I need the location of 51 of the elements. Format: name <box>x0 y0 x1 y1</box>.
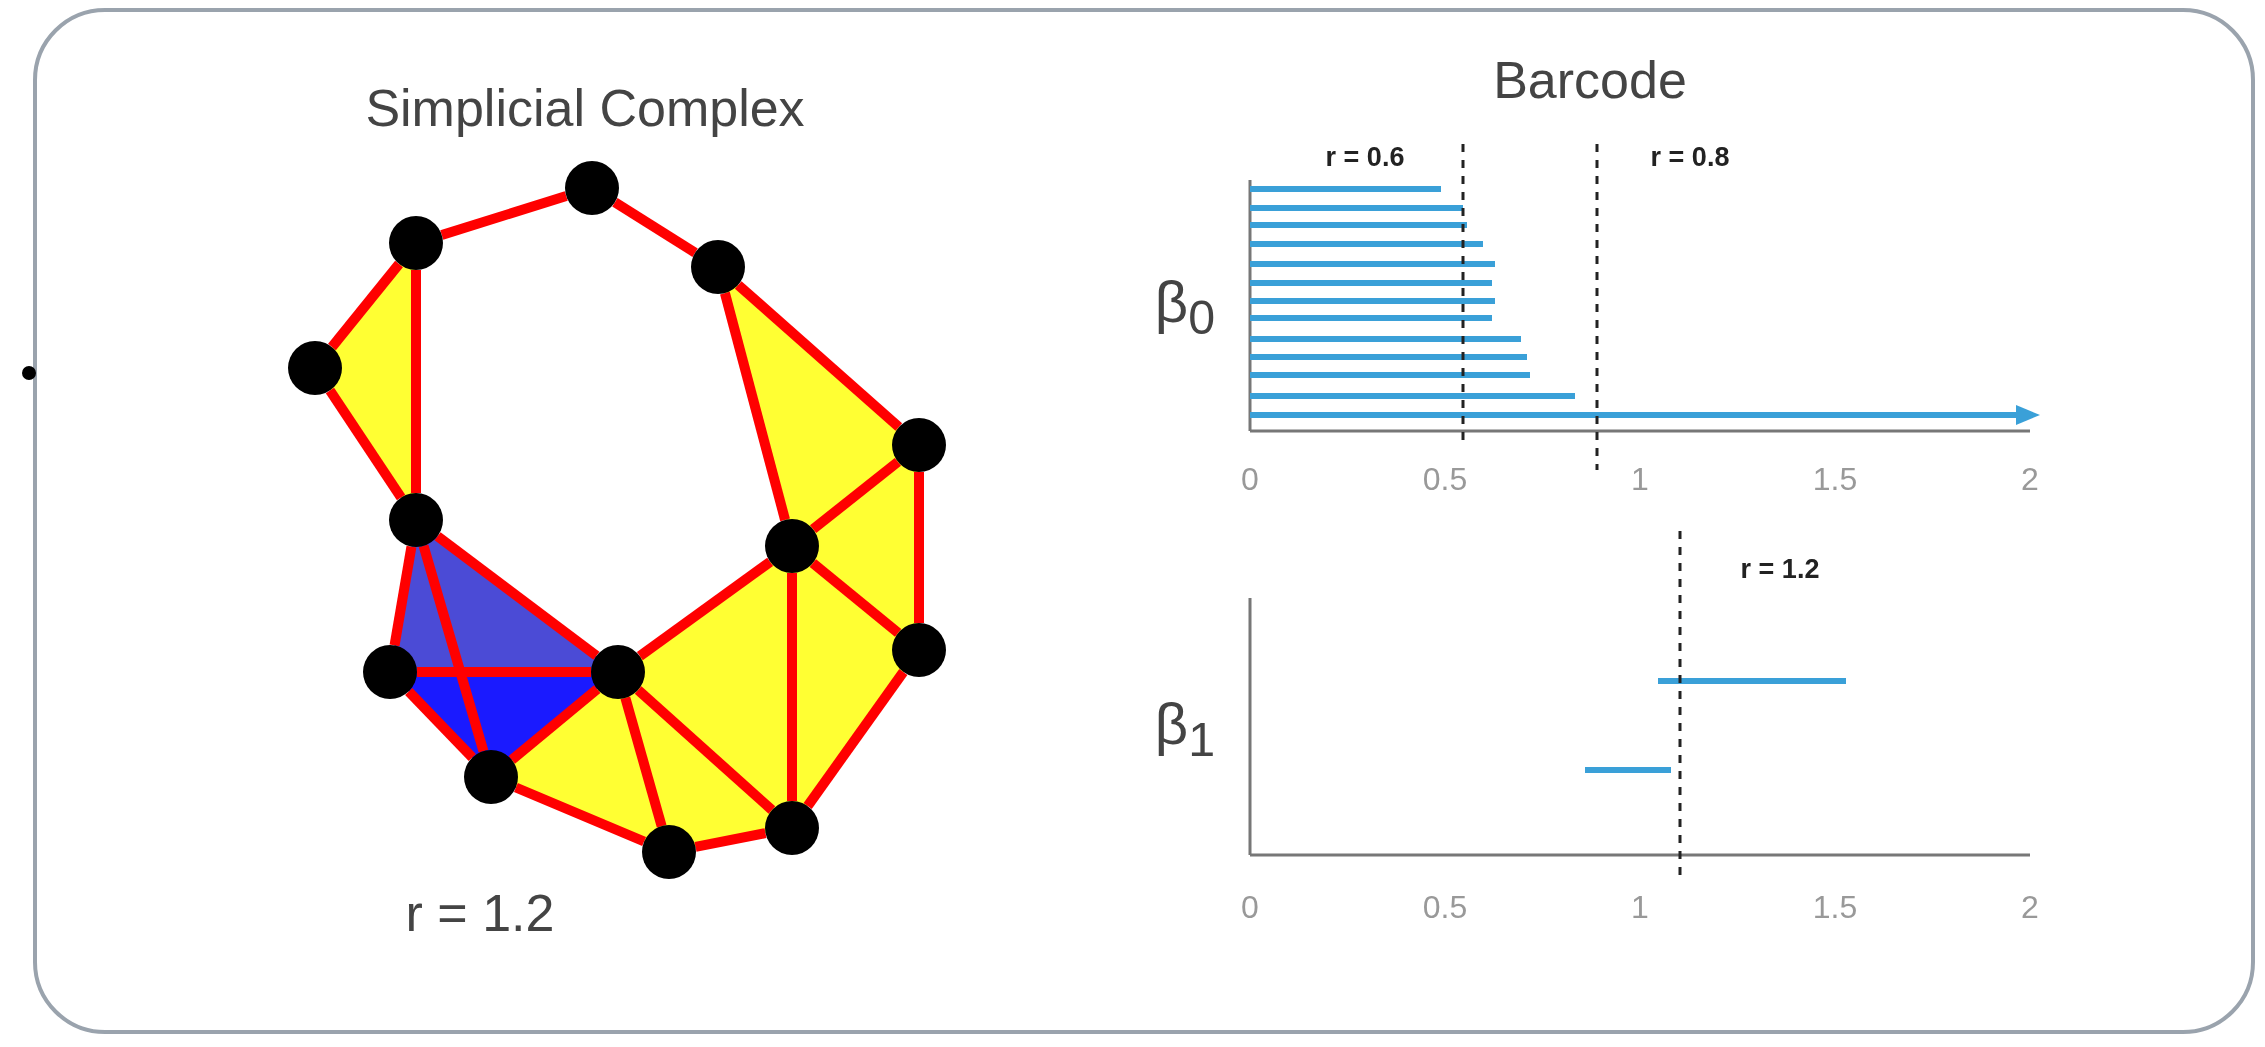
simplex-edge <box>803 669 908 809</box>
simplex-edge <box>418 544 489 753</box>
vertex-dot <box>892 623 946 677</box>
panel-title: Barcode <box>1493 54 1687 106</box>
vertex-dot <box>565 161 619 215</box>
simplex-edge <box>411 270 421 493</box>
tick-label: 1.5 <box>1812 891 1858 923</box>
tick-label: 2 <box>2021 891 2039 923</box>
vertex-dot <box>765 801 819 855</box>
tick-label: 0.5 <box>1422 891 1468 923</box>
simplex-edge <box>620 696 667 828</box>
vertex-dot <box>288 341 342 395</box>
axis-label: β$_{0}$ <box>1154 272 1216 342</box>
simplex-edge <box>325 387 406 501</box>
vertex-dot <box>642 825 696 879</box>
simplex-edge <box>434 532 600 660</box>
simplex-edge <box>810 457 901 534</box>
vertex-dot <box>464 750 518 804</box>
simplex-edge <box>809 559 902 637</box>
simplex-edge <box>914 472 924 623</box>
axis-label: β$_{1}$ <box>1154 694 1216 764</box>
simplex-edge <box>734 281 903 431</box>
tick-label: 0 <box>1241 891 1259 923</box>
threshold-label: r = 1.2 <box>1740 555 1820 583</box>
tick-label: 1.5 <box>1812 463 1858 495</box>
simplex-edge <box>513 782 647 847</box>
radius-label: r = 1.2 <box>405 887 555 939</box>
threshold-label: r = 0.8 <box>1650 143 1730 171</box>
tick-label: 2 <box>2021 463 2039 495</box>
tick-label: 0.5 <box>1422 463 1468 495</box>
tick-label: 1 <box>1631 463 1649 495</box>
vertex-dot <box>363 645 417 699</box>
threshold-label: r = 0.6 <box>1325 143 1405 171</box>
simplex-edge <box>694 828 767 852</box>
vertex-dot <box>691 240 745 294</box>
vertex-dot <box>389 493 443 547</box>
simplex-edge <box>389 545 417 647</box>
tick-label: 1 <box>1631 891 1649 923</box>
simplex-edge <box>328 260 403 351</box>
simplex-edge <box>636 557 774 661</box>
simplex-edge <box>417 667 591 677</box>
simplex-edge <box>508 685 601 764</box>
simplex-edge <box>405 688 476 761</box>
simplex-edge <box>787 573 797 801</box>
simplex-edge <box>612 198 698 257</box>
simplex-edge <box>634 686 776 814</box>
simplex-edge <box>720 291 790 522</box>
vertex-dot <box>389 216 443 270</box>
simplex-edge <box>440 191 568 240</box>
vertex-dot <box>892 418 946 472</box>
tick-label: 0 <box>1241 463 1259 495</box>
